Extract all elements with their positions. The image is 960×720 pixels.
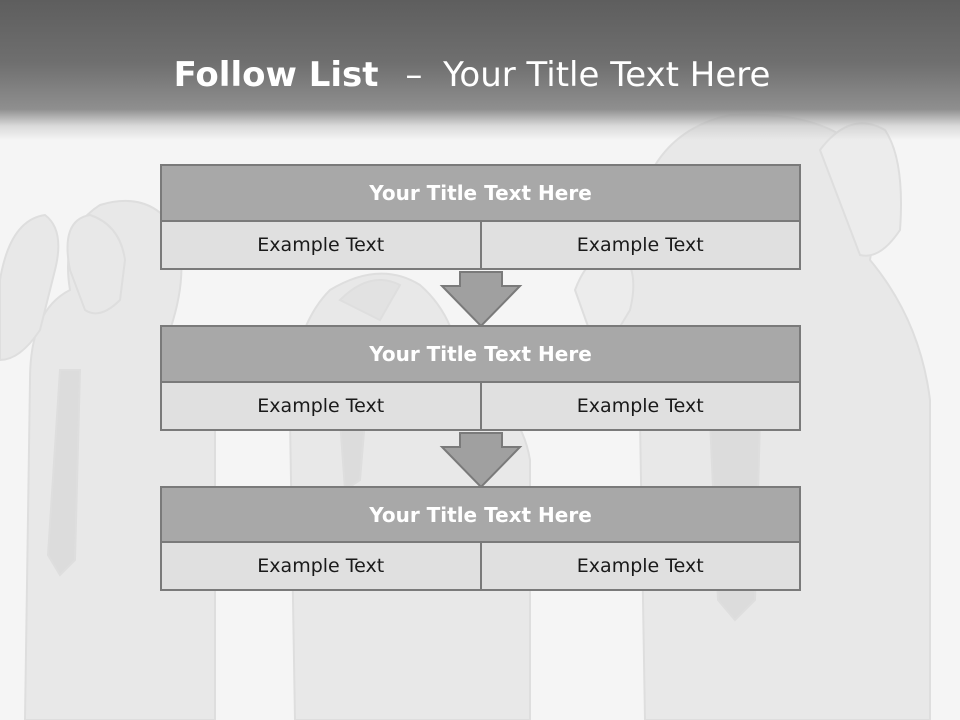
slide-title-bold: Follow List [173,55,379,95]
title-header-band [0,0,960,140]
slide-title-rest: Your Title Text Here [443,55,771,95]
step-block-3: Your Title Text Here Example Text Exampl… [160,486,801,591]
step-block-2: Your Title Text Here Example Text Exampl… [160,325,801,431]
step-title: Your Title Text Here [160,325,801,383]
step-title: Your Title Text Here [160,486,801,543]
step-cell-right: Example Text [479,220,801,270]
step-cell-right: Example Text [479,381,801,431]
step-cell-right: Example Text [479,541,801,591]
step-row: Example Text Example Text [160,541,801,591]
step-row: Example Text Example Text [160,381,801,431]
step-block-1: Your Title Text Here Example Text Exampl… [160,164,801,270]
down-arrow-icon [439,271,523,328]
step-row: Example Text Example Text [160,220,801,270]
step-cell-left: Example Text [160,541,482,591]
down-arrow-icon [439,432,523,489]
step-title: Your Title Text Here [160,164,801,222]
step-cell-left: Example Text [160,381,482,431]
slide-title-dash: – [405,55,423,95]
slide-title: Follow List – Your Title Text Here [0,52,944,98]
step-cell-left: Example Text [160,220,482,270]
